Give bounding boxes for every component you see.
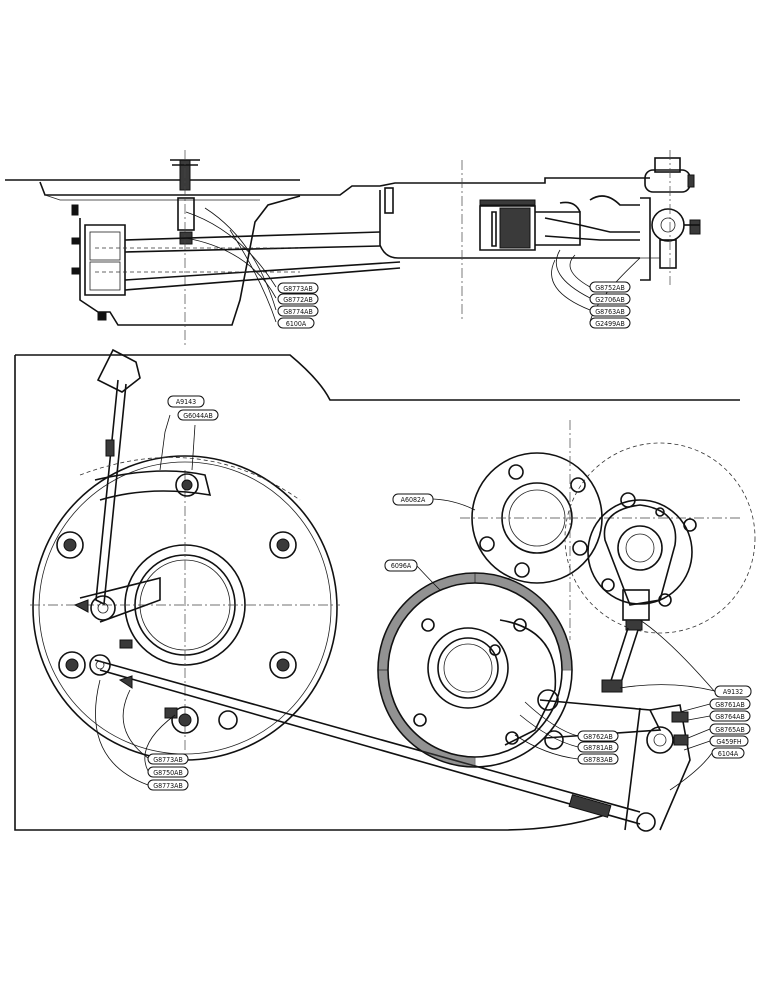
right-label-0: A9132: [714, 685, 752, 698]
top-label-0: G8773AB: [277, 282, 319, 294]
svg-text:G8783AB: G8783AB: [583, 756, 613, 764]
svg-text:A9132: A9132: [723, 688, 743, 696]
drum-label-2: G8783AB: [577, 753, 619, 765]
svg-text:6104A: 6104A: [718, 750, 739, 758]
bolt-icon: [71, 204, 107, 321]
svg-text:G6044AB: G6044AB: [183, 412, 213, 420]
svg-text:G8772AB: G8772AB: [283, 296, 313, 304]
svg-text:G8762AB: G8762AB: [583, 733, 613, 741]
left-bottom-label-0: G8773AB: [147, 753, 189, 765]
label-a6082a: A6082A: [392, 493, 434, 506]
svg-text:G8763AB: G8763AB: [595, 308, 625, 316]
svg-text:G8764AB: G8764AB: [715, 713, 745, 721]
svg-text:G2706AB: G2706AB: [595, 296, 625, 304]
svg-text:A6082A: A6082A: [401, 496, 426, 504]
top-right-label-2: G8763AB: [589, 305, 631, 317]
top-label-3: 6100A: [277, 317, 315, 329]
top-label-2: G8774AB: [277, 305, 319, 317]
backing-plate: [460, 420, 756, 640]
svg-text:G8765AB: G8765AB: [715, 726, 745, 734]
svg-text:6100A: 6100A: [286, 320, 307, 328]
left-bottom-label-1: G8750AB: [147, 766, 189, 778]
top-right-label-1: G2706AB: [589, 293, 631, 305]
svg-text:G2499AB: G2499AB: [595, 320, 625, 328]
label-g6044ab: G6044AB: [177, 409, 219, 421]
label-a9143: A9143: [167, 395, 205, 408]
tie-rod-end: [640, 150, 701, 285]
brake-drum: [377, 572, 716, 832]
svg-text:G8774AB: G8774AB: [283, 308, 313, 316]
top-label-1: G8772AB: [277, 293, 319, 305]
svg-text:6096A: 6096A: [391, 562, 412, 570]
svg-text:G8773AB: G8773AB: [283, 285, 313, 293]
brake-assembly-outline: [14, 354, 740, 831]
svg-text:G8781AB: G8781AB: [583, 744, 613, 752]
drum-label-1: G8781AB: [577, 741, 619, 753]
svg-text:G8773AB: G8773AB: [153, 756, 183, 764]
cam-lever: [587, 492, 697, 693]
svg-text:G8773AB: G8773AB: [153, 782, 183, 790]
svg-text:G8752AB: G8752AB: [595, 284, 625, 292]
top-right-label-0: G8752AB: [589, 281, 631, 293]
svg-text:G8750AB: G8750AB: [153, 769, 183, 777]
right-label-5: 6104A: [711, 747, 745, 759]
left-brake-drum: [30, 348, 641, 825]
drum-label-0: G8762AB: [577, 730, 619, 742]
top-right-label-3: G2499AB: [589, 317, 631, 329]
svg-text:G459FH: G459FH: [716, 738, 742, 746]
right-label-4: G459FH: [709, 735, 749, 747]
right-label-1: G8761AB: [709, 698, 751, 710]
right-label-3: G8765AB: [709, 723, 751, 735]
axle-side-view: [5, 150, 701, 345]
svg-text:G8761AB: G8761AB: [715, 701, 745, 709]
label-6096a: 6096A: [384, 559, 418, 572]
left-bottom-label-2: G8773AB: [147, 779, 189, 791]
stud-icon: [56, 473, 297, 734]
svg-text:A9143: A9143: [176, 398, 196, 406]
right-label-2: G8764AB: [709, 710, 751, 722]
